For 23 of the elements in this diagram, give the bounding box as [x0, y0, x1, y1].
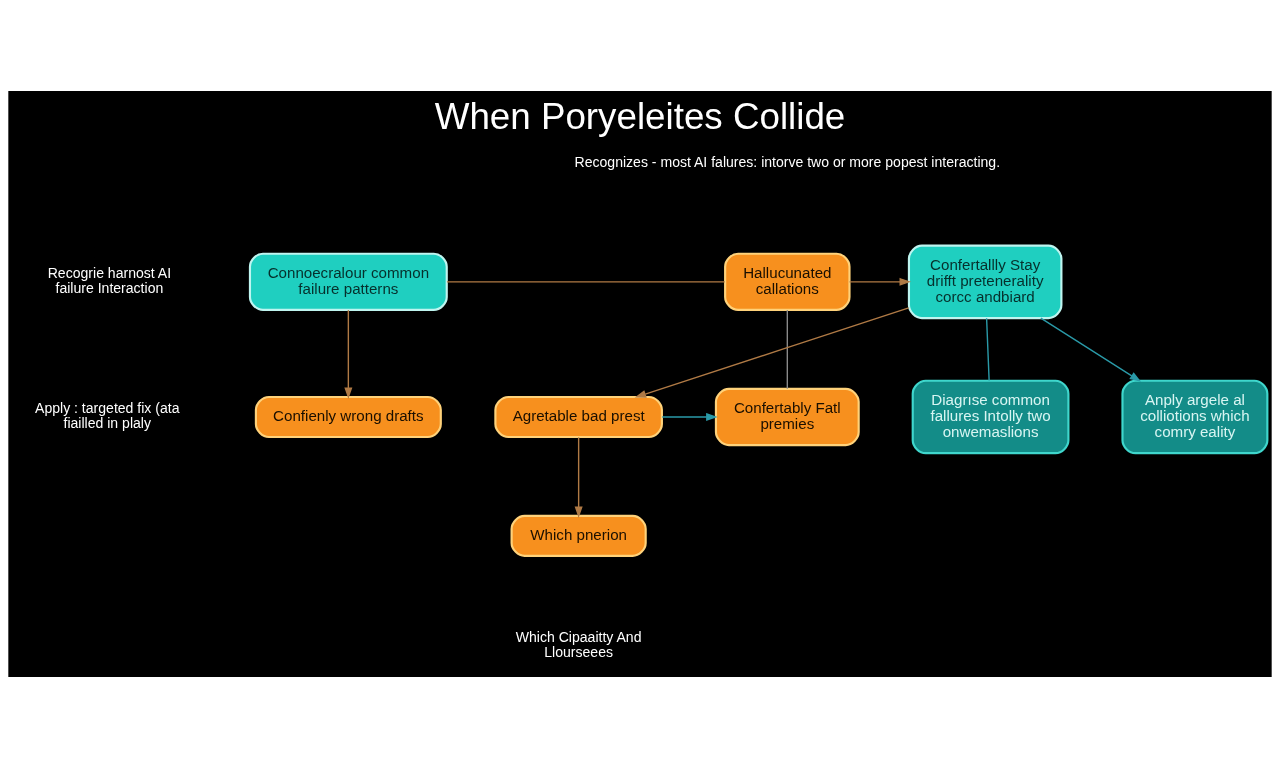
node-box: Agretable bad prest	[494, 395, 663, 439]
node-box: Confienly wrong drafts	[254, 395, 442, 439]
node-box: Confertably Fatl premies	[714, 387, 860, 447]
arrow	[634, 307, 910, 398]
node-box: Anply argele al colliotions which comry eality	[1121, 379, 1269, 455]
arrow	[344, 309, 353, 399]
node-box: Hallucunated callations	[724, 252, 851, 311]
arrow	[1040, 317, 1142, 382]
label: Which Cipaaitty And Llourseees	[515, 628, 642, 660]
connector	[985, 317, 990, 382]
label: Apply : targeted fix (ata fiailled in plaly	[35, 400, 180, 432]
node-box: Confertallly Stay drifft pretenerality corcc andbiard	[907, 244, 1063, 320]
node-box: Connoecralour common failure patterns	[248, 252, 448, 311]
label: Recogrie harnost AI failure Interaction	[47, 264, 172, 297]
arrow	[848, 277, 911, 286]
arrow	[661, 412, 718, 421]
diagram-title: When Poryeleites Collide	[434, 96, 846, 138]
arrow	[574, 436, 583, 519]
node-box: Which pnerion	[510, 514, 647, 557]
label: Recognizes - most AI falures: intorve two or more popest interacting.	[574, 154, 1001, 171]
connector	[786, 309, 788, 390]
connector	[446, 281, 726, 283]
node-box: Diagrıse common fallures Intolly two onwemaslions	[911, 379, 1070, 455]
